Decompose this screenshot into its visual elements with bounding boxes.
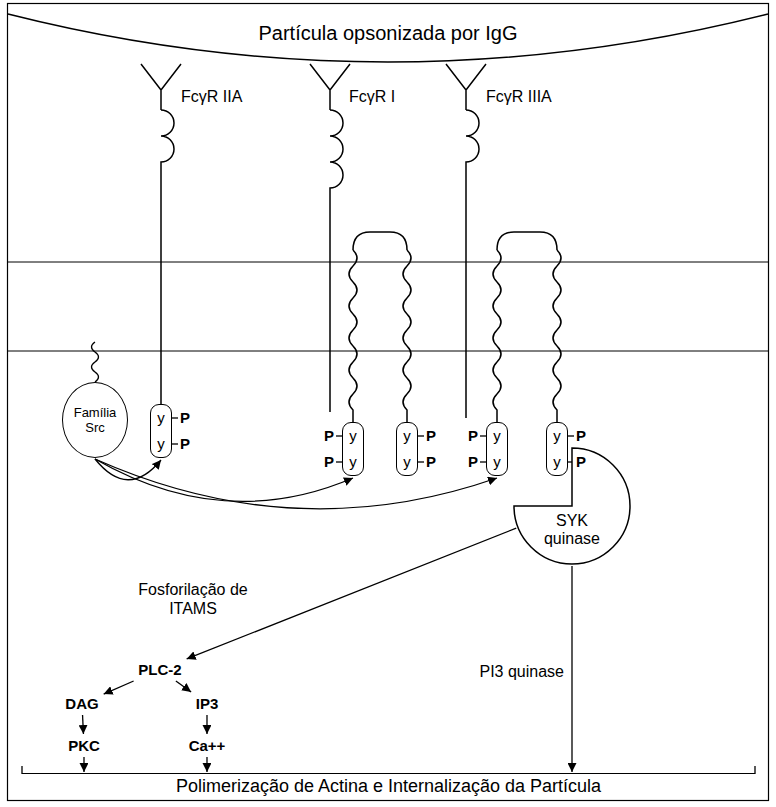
text-block: Família Src [67,405,123,435]
phosphate-label: P [468,428,478,444]
outer-frame [8,4,769,801]
tyrosine-label: y [493,449,501,475]
opsonized-particle: Partícula opsonizada por IgG [8,4,768,66]
tyrosine-label: y [553,449,561,475]
connector-arrow [206,757,207,772]
igg-antibody [141,64,181,110]
gamma-chain [349,250,357,422]
outcome-bar: Polimerização de Actina e Internalização… [22,773,755,797]
signal-molecule: PKC [65,736,103,755]
itam-box: yy [150,404,172,458]
phosphate-label: P [180,436,190,452]
receptor-chain [161,110,174,404]
connector-arrow [95,459,161,480]
tyrosine-label: y [553,423,561,449]
node-label: PKC [68,737,100,754]
phosphate-tick [418,461,424,462]
gamma-chain [493,250,501,422]
phosphate-label: P [324,454,334,470]
phosphate-tick [172,417,178,418]
membrane-line [8,262,768,263]
igg-antibody [446,64,486,110]
receptor-chain [330,110,343,412]
signal-molecule: PLC-2 [135,660,184,679]
itam-box: yy [546,422,568,476]
src-kinase-circle: Família Src [62,382,128,458]
receptor-name: FcγR I [349,88,395,106]
gamma-chain-bridge [497,232,557,250]
edge-label: PI3 quinase [479,662,564,681]
node-label: Ca++ [189,737,226,754]
itam-box: yy [396,422,418,476]
phosphate-label: P [576,428,586,444]
connector-arrow [82,715,84,734]
tyrosine-label: y [403,449,411,475]
phosphate-ticks [172,418,574,462]
particle-curve [8,14,768,62]
phosphate-label: P [468,454,478,470]
node-label: SYK quinase [537,512,607,548]
gamma-chain [553,250,561,422]
phosphate-tick [568,435,574,436]
signal-molecule: IP3 [193,694,222,713]
igg-antibody [310,64,350,110]
gamma-chain [403,250,411,422]
node-label: IP3 [196,695,219,712]
node-label: Polimerização de Actina e Internalização… [22,776,755,797]
receptor-name: FcγR IIIA [486,88,552,106]
node-label: PLC-2 [138,661,181,678]
tyrosine-label: y [493,423,501,449]
syk-pacman [514,448,630,564]
itam-box: yy [486,422,508,476]
lipid-anchor [92,342,99,382]
gamma-chain-bridge [353,232,407,250]
phosphate-label: P [426,428,436,444]
text-block: SYK quinase [537,512,607,548]
phosphate-tick [172,443,178,444]
connector-arrow [95,459,353,501]
connector-arrow [571,566,572,772]
tyrosine-label: y [157,405,165,431]
syk-kinase-shape: SYK quinase [514,448,630,564]
node-label: Partícula opsonizada por IgG [8,21,768,45]
connector-arrow [83,757,84,772]
connector-arrow [206,715,207,734]
itam-box: yy [342,422,364,476]
signal-molecule: DAG [62,694,101,713]
phosphate-label: P [426,454,436,470]
tyrosine-label: y [157,431,165,457]
connector-arrow [95,459,497,509]
receptor-name: FcγR IIA [181,88,242,106]
connector-arrow [176,681,191,692]
phosphate-label: P [576,454,586,470]
signal-molecule: Ca++ [186,736,229,755]
tyrosine-label: y [349,449,357,475]
tyrosine-label: y [403,423,411,449]
node-label: Família Src [67,405,123,435]
phosphate-tick [418,435,424,436]
membrane-line [8,351,768,352]
phosphate-label: P [324,428,334,444]
connector-arrow [104,681,134,694]
phosphate-label: P [180,410,190,426]
edge-label: Fosforilação de ITAMS [128,580,258,618]
node-label: DAG [65,695,98,712]
receptor-chain [466,110,479,418]
tyrosine-label: y [349,423,357,449]
text-block: Partícula opsonizada por IgG [8,21,768,45]
